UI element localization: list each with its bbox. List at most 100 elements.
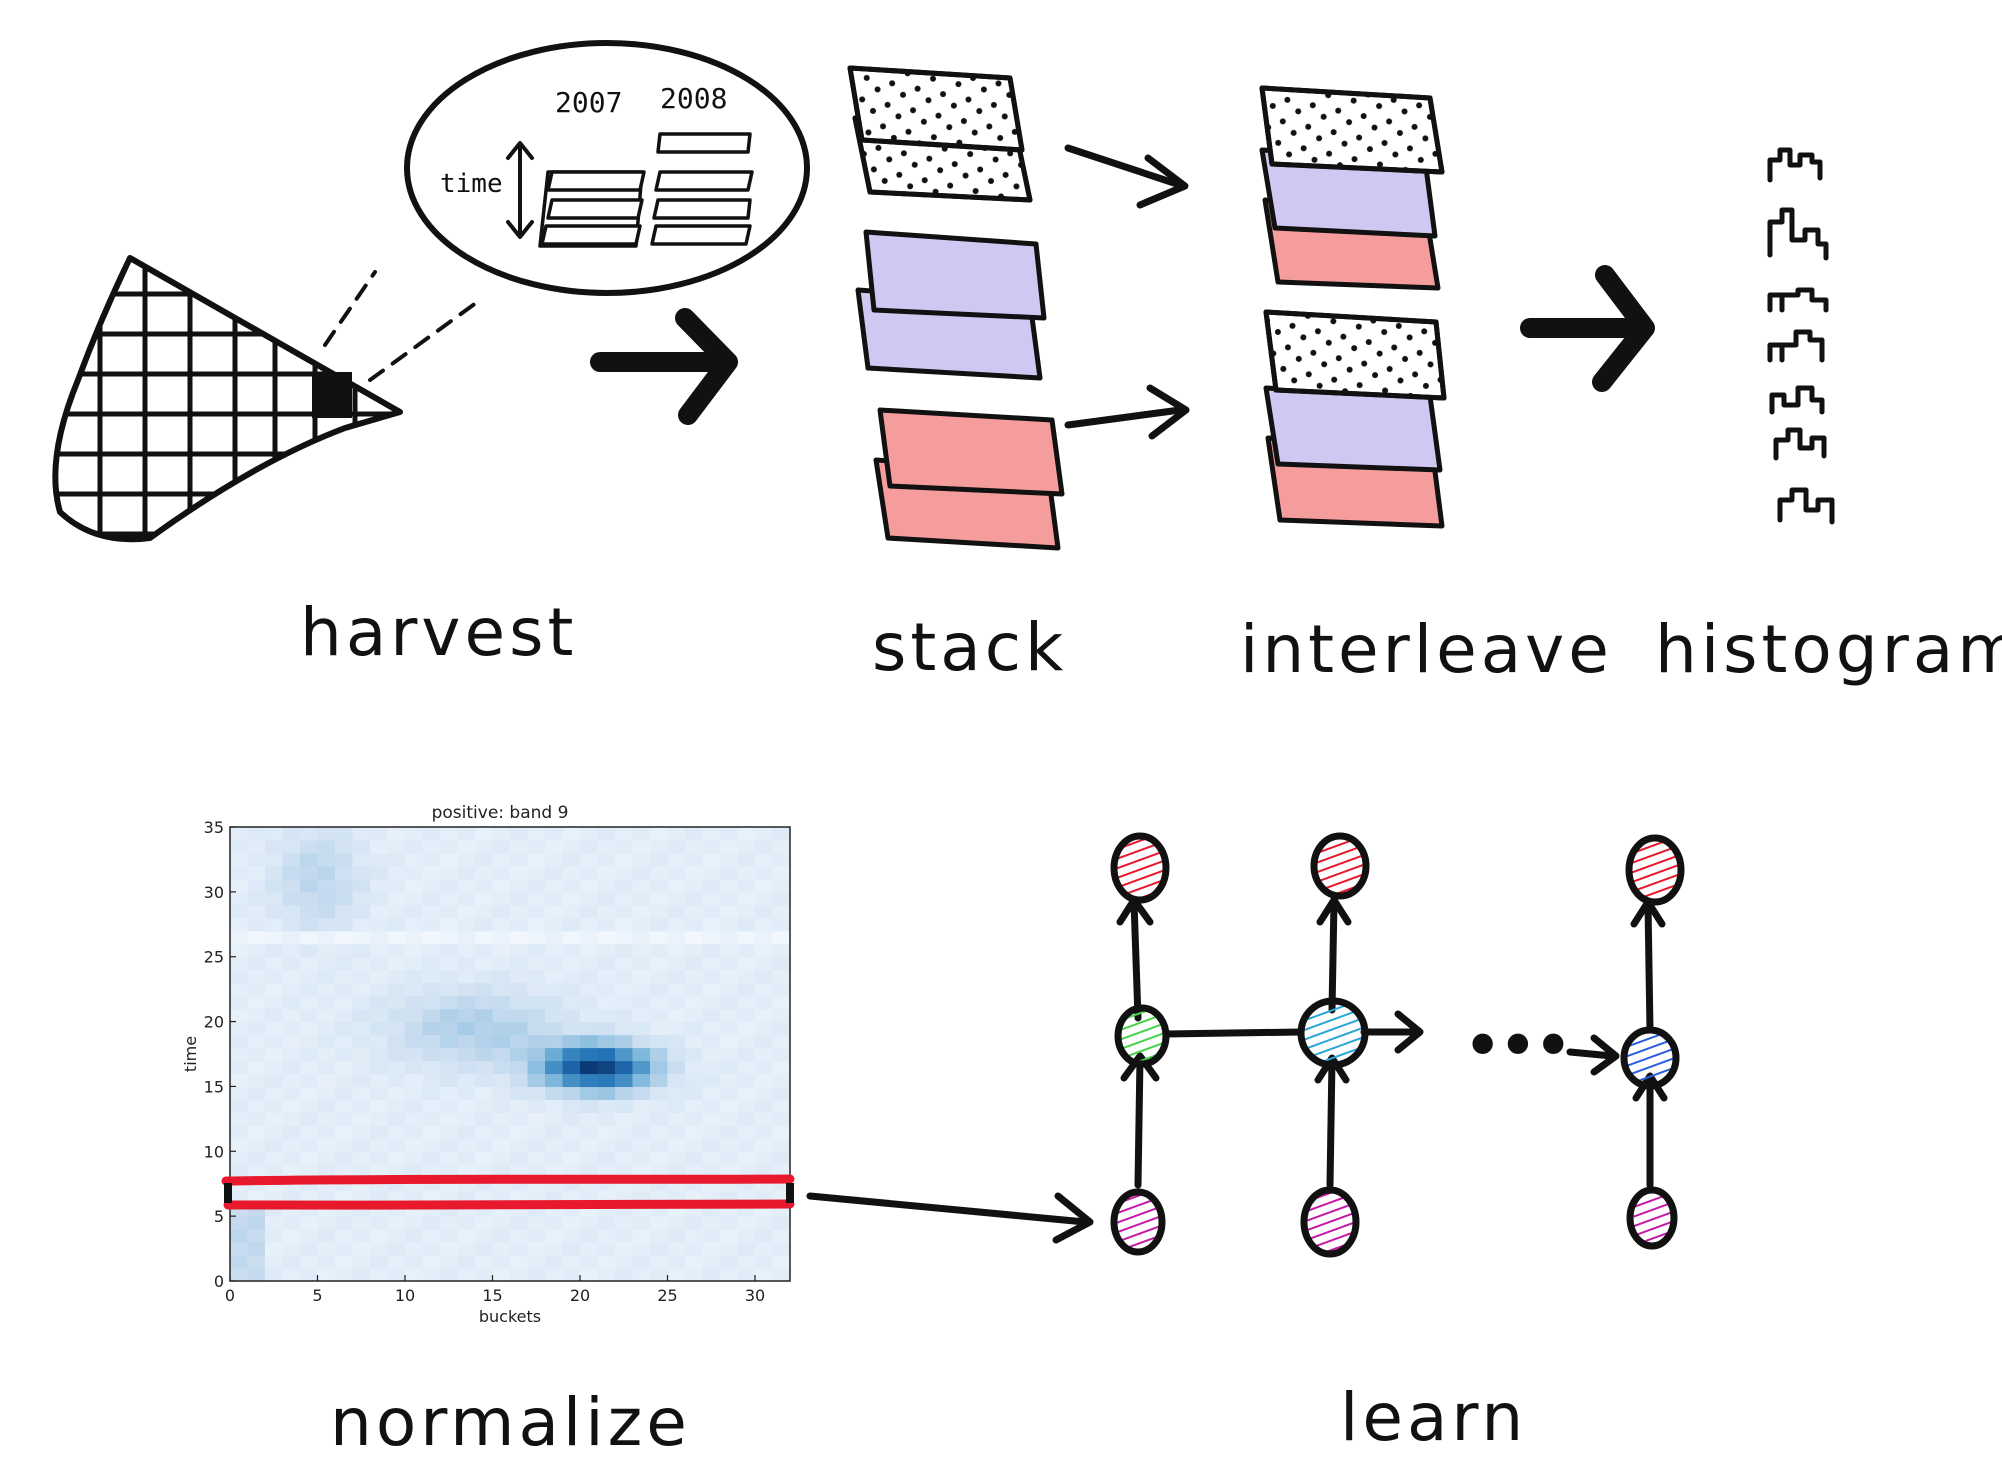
heatmap-cell (282, 1229, 301, 1243)
heatmap-cell (720, 982, 739, 997)
heatmap-cell (755, 1242, 774, 1256)
heatmap-cell (230, 1034, 249, 1049)
heatmap-cell (597, 917, 616, 932)
heatmap-cell (265, 1151, 284, 1165)
heatmap-cell (632, 969, 651, 984)
heatmap-cell (335, 1073, 354, 1088)
heatmap-cell (300, 878, 319, 893)
heatmap-cell (282, 1047, 301, 1062)
heatmap-cell (492, 839, 511, 854)
heatmap-cell (667, 827, 686, 841)
heatmap-cell (510, 917, 529, 932)
heatmap-cell (667, 995, 686, 1010)
heatmap-cell (440, 995, 459, 1010)
heatmap-cell (247, 1268, 266, 1282)
heatmap-cell (265, 1034, 284, 1049)
heatmap-cell (475, 1242, 494, 1256)
heatmap-cell (440, 1060, 459, 1075)
heatmap-cell (755, 904, 774, 919)
heatmap-cell (475, 1268, 494, 1282)
network-edges (1116, 896, 1668, 1189)
heatmap-cell (667, 1086, 686, 1100)
heatmap-cell (527, 969, 546, 984)
caption-learn: learn (1340, 1379, 1527, 1456)
heatmap-cell (650, 865, 669, 880)
heatmap-cell (352, 878, 371, 893)
heatmap-cell (772, 1008, 791, 1023)
heatmap-cell (457, 904, 476, 919)
heatmap-cell (335, 1060, 354, 1075)
heatmap-cell (492, 1073, 511, 1088)
heatmap-cell (772, 969, 791, 984)
heatmap-cell (230, 1112, 249, 1126)
heatmap-cell (650, 1229, 669, 1243)
heatmap-cell (352, 891, 371, 906)
heatmap-cell (265, 1086, 284, 1100)
heatmap-cell (317, 1047, 336, 1062)
heatmap-cell (457, 1099, 476, 1113)
heatmap-cell (510, 827, 529, 841)
heatmap-cell (667, 839, 686, 854)
heatmap-cell (527, 1138, 546, 1152)
heatmap-cell (632, 1112, 651, 1126)
heatmap-cell (300, 1008, 319, 1023)
heatmap-cell (370, 982, 389, 997)
heatmap-cell (702, 1047, 721, 1062)
heatmap-cell (492, 1242, 511, 1256)
heatmap-cell (475, 1151, 494, 1165)
heatmap-cell (405, 969, 424, 984)
heatmap-cell (667, 904, 686, 919)
heatmap-cell (247, 969, 266, 984)
heatmap-cell (492, 1034, 511, 1049)
heatmap-cell (755, 1138, 774, 1152)
y-tick-label: 30 (204, 883, 224, 902)
heatmap-cell (772, 1073, 791, 1088)
heatmap-cell (562, 1255, 581, 1269)
heatmap-cell (300, 852, 319, 867)
heatmap-cell (597, 995, 616, 1010)
heatmap-cell (510, 852, 529, 867)
heatmap-cell (562, 982, 581, 997)
heatmap-cell (475, 1138, 494, 1152)
heatmap-cell (387, 1216, 406, 1230)
heatmap-cell (615, 1138, 634, 1152)
heatmap-cell (632, 1021, 651, 1036)
heatmap-cell (265, 917, 284, 932)
heatmap-cell (475, 1034, 494, 1049)
heatmap-cell (720, 904, 739, 919)
heatmap-cell (580, 1229, 599, 1243)
heatmap-cell (335, 839, 354, 854)
heatmap-cell (352, 1125, 371, 1139)
heatmap-cell (650, 1164, 669, 1178)
heatmap-cell (492, 865, 511, 880)
heatmap-cell (352, 1021, 371, 1036)
heatmap-cell (510, 1216, 529, 1230)
heatmap-cell (492, 969, 511, 984)
heatmap-cell (667, 1021, 686, 1036)
heatmap-cell (387, 956, 406, 971)
heatmap-cell (387, 1164, 406, 1178)
heatmap-cell (230, 969, 249, 984)
heatmap-cell (580, 865, 599, 880)
heatmap-cell (317, 1229, 336, 1243)
heatmap-cell (650, 1216, 669, 1230)
heatmap-cell (615, 1047, 634, 1062)
heatmap-cell (247, 865, 266, 880)
heatmap-cell (580, 982, 599, 997)
hidden-node-2 (1297, 997, 1369, 1069)
heatmap-cell (335, 1190, 354, 1204)
heatmap-cell (615, 956, 634, 971)
heatmap-cell (317, 904, 336, 919)
heatmap-cell (667, 865, 686, 880)
heatmap-cell (720, 1034, 739, 1049)
heatmap-cell (545, 1034, 564, 1049)
heatmap-cell (510, 1255, 529, 1269)
heatmap-cell (405, 1086, 424, 1100)
heatmap-cell (650, 852, 669, 867)
heatmap-cell (457, 1112, 476, 1126)
heatmap-cell (597, 1073, 616, 1088)
heatmap-cell (440, 1073, 459, 1088)
heatmap-cell (405, 852, 424, 867)
heatmap-cell (527, 904, 546, 919)
heatmap-cell (370, 1151, 389, 1165)
